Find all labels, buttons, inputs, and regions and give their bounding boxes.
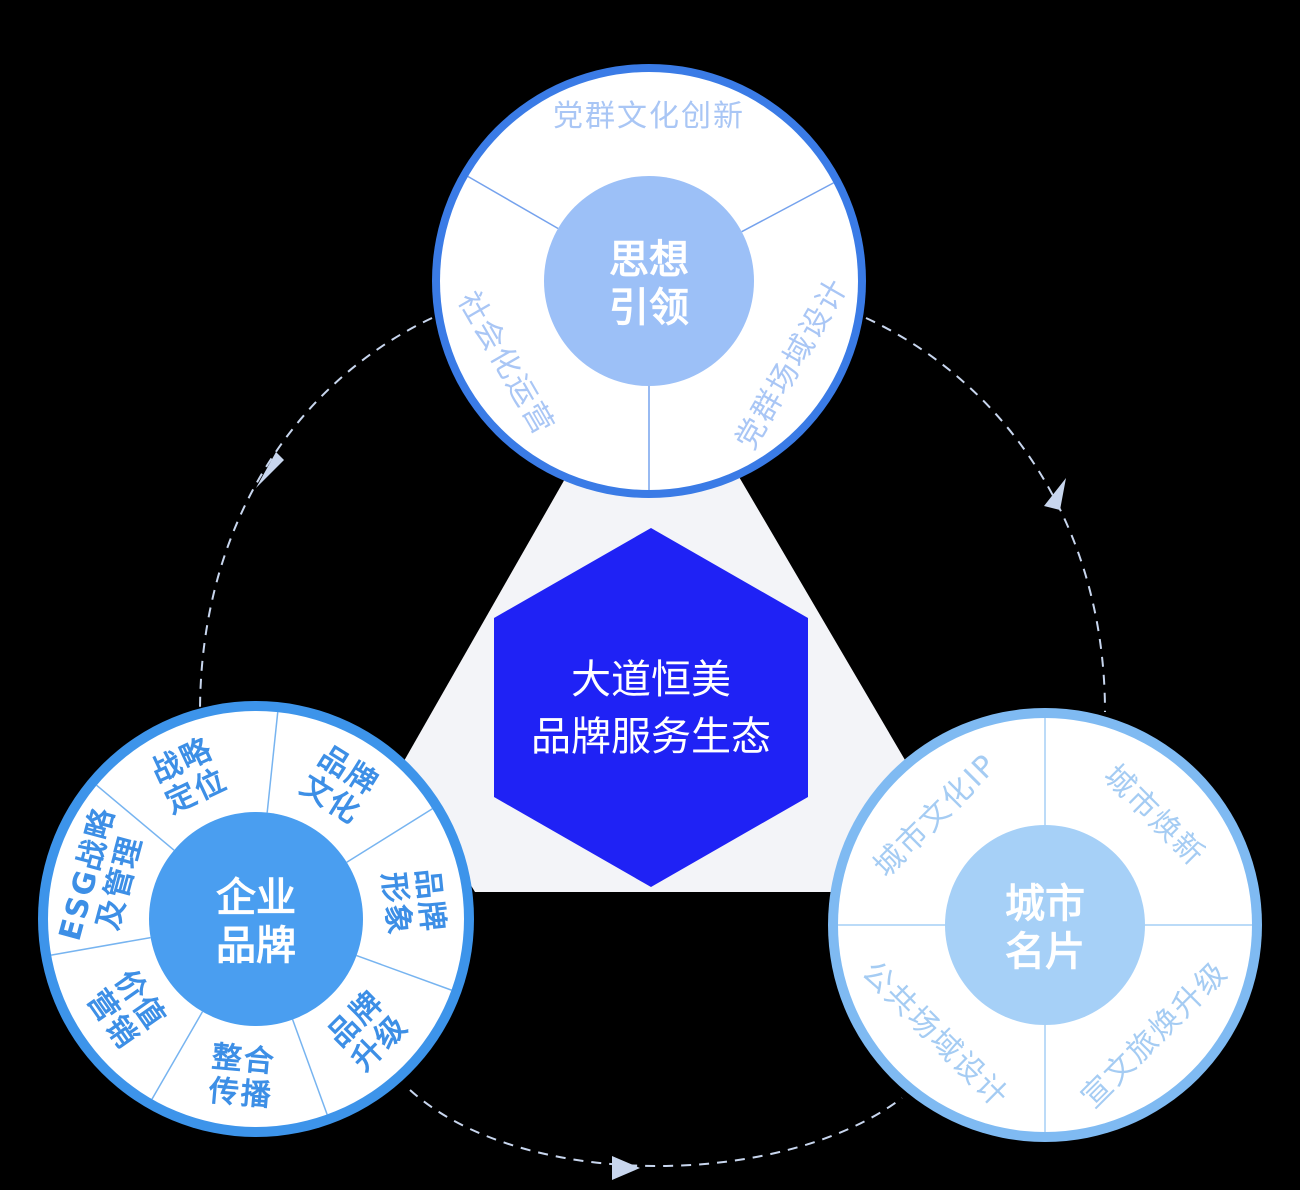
arrow-head-left-icon [256,452,284,488]
circle-left-divider [346,808,433,863]
center-title-line2: 品牌服务生态 [531,714,771,760]
circle-top-divider [467,175,559,230]
center-title-line1: 大道恒美 [571,657,731,703]
circle-left-divider [291,1019,328,1115]
circle-left-core [149,812,363,1026]
dashed-arc-bottom [409,1089,903,1167]
center-hexagon [494,528,808,887]
svg-text:形象: 形象 [375,871,416,938]
circle-left-core-label: 企业 [216,875,296,921]
circle-right-core-label: 城市 [1005,881,1085,927]
circle-top-core-label: 引领 [609,285,689,331]
circle-top-core [544,176,754,386]
svg-text:品牌: 品牌 [409,867,450,934]
dashed-arc-left [199,317,433,713]
svg-text:党群文化创新: 党群文化创新 [553,99,745,134]
svg-text:整合: 整合 [210,1040,277,1080]
circle-left-divider [151,1011,204,1100]
arrow-head-bottom-icon [612,1156,640,1180]
circle-right-core-label: 名片 [1005,929,1085,975]
circle-left-divider [356,954,452,991]
circle-left-divider [51,936,151,956]
arrow-head-right-icon [1044,478,1066,510]
circle-top-divider [741,182,834,233]
svg-text:传播: 传播 [206,1074,274,1115]
circle-left-core-label: 品牌 [216,923,296,969]
circle-top-segment-label: 党群文化创新 [553,99,745,134]
circle-left-divider [96,784,175,851]
circle-left-divider [266,712,279,813]
dashed-arc-right [865,317,1106,713]
circle-top-core-label: 思想 [609,237,689,283]
circle-right-core [945,825,1145,1025]
